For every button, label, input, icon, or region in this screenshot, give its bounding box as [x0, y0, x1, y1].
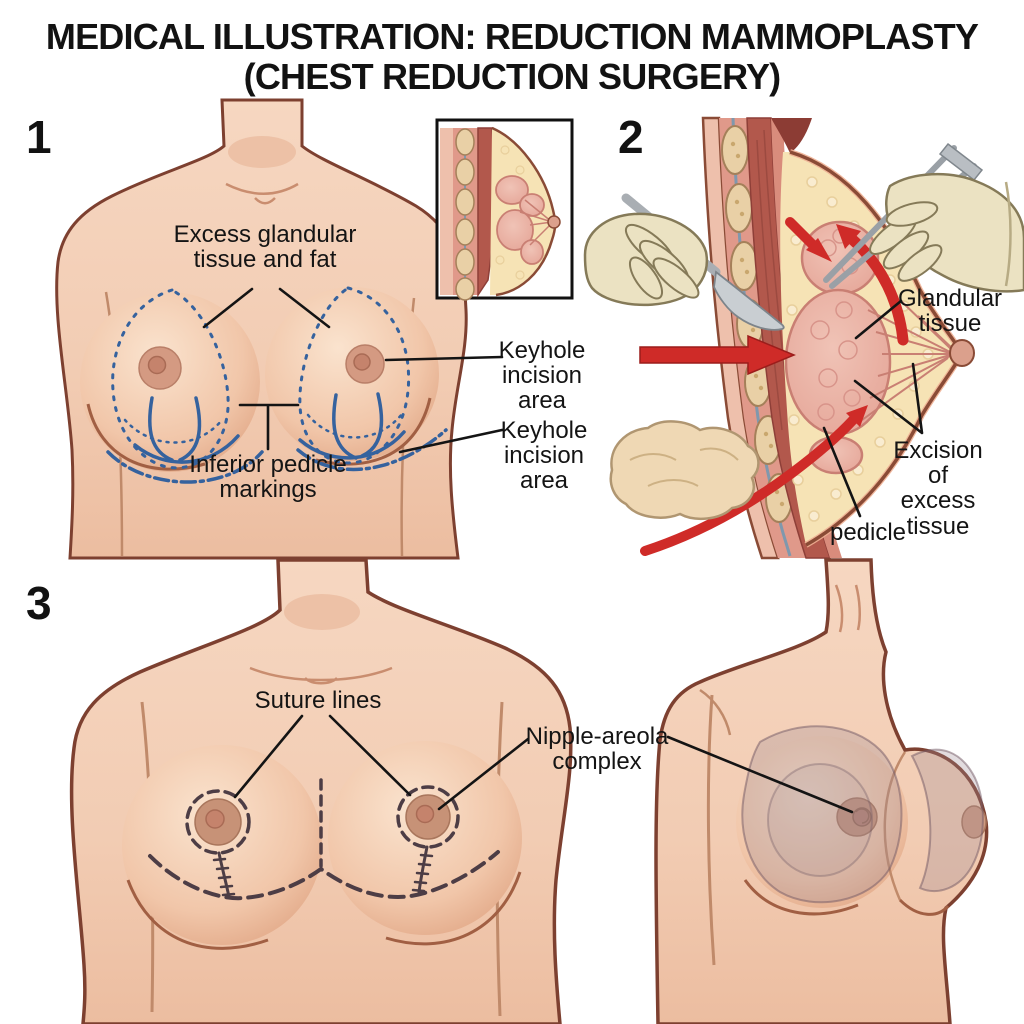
panel3-right-crease — [385, 871, 522, 946]
gland-lobule-texture — [810, 228, 861, 421]
panel3-clavicle-lines — [249, 666, 393, 685]
leader-pedicle — [822, 426, 862, 518]
arrow-top-shaft — [785, 217, 817, 249]
leader-excision — [853, 362, 924, 435]
pedicle-vessel — [640, 415, 858, 556]
left-nipple — [147, 355, 167, 375]
label-keyhole-2: Keyhole incision area — [500, 417, 588, 495]
leader-lines — [202, 287, 924, 814]
label-inferior-pedicle: Inferior pedicle markings — [189, 451, 347, 504]
left-glove-fingers — [624, 223, 700, 300]
flap-creases — [629, 447, 739, 487]
page-title-line2: (CHEST REDUCTION SURGERY) — [243, 56, 781, 97]
right-glove-fingers — [869, 201, 943, 282]
side-armpit-fold — [699, 688, 732, 736]
page-title-line1: MEDICAL ILLUSTRATION: REDUCTION MAMMOPLA… — [45, 16, 979, 57]
inset-ribs — [455, 128, 475, 301]
panel3-left-nipple — [205, 809, 225, 829]
leader-nac-right — [666, 735, 854, 814]
keyhole-incision-markings — [106, 286, 448, 484]
suture-line-markings — [148, 778, 500, 901]
side-nipple-detail — [855, 808, 870, 824]
leader-glandular — [854, 299, 903, 340]
leader-inferior-pedicle — [238, 403, 300, 451]
label-excision: Excision of excess tissue — [893, 437, 983, 540]
side-near-crease — [898, 898, 950, 916]
clavicle-lines — [225, 182, 299, 205]
panel3-front-figure — [69, 558, 573, 1024]
inset-cross-section — [435, 118, 574, 301]
side-breast-divide — [883, 751, 907, 901]
arrow-up-curved — [847, 234, 909, 346]
arrow-top-head — [806, 238, 832, 262]
side-far-breast — [736, 736, 908, 908]
left-hand-with-scalpel — [583, 193, 785, 331]
label-pedicle: pedicle — [829, 519, 907, 546]
red-arrows — [639, 217, 909, 556]
label-nipple-areola: Nipple-areola complex — [525, 723, 669, 776]
scalpel-blade — [713, 270, 785, 331]
side-arm-crease — [706, 694, 716, 966]
panel3-side-figure — [654, 558, 989, 1024]
side-near-nipple — [961, 805, 987, 839]
leader-suture-right — [328, 714, 412, 797]
leader-excess-left — [202, 287, 254, 329]
excised-tissue-flap — [609, 420, 760, 521]
panel3-left-crease — [126, 879, 269, 950]
vessel-arrow-head — [846, 405, 868, 427]
wall-muscle-top — [771, 118, 812, 153]
ducts — [861, 299, 955, 421]
neck-shadow — [228, 136, 296, 168]
arrow-main-horizontal — [639, 334, 796, 376]
wall-muscle-fibers — [756, 129, 789, 431]
arrow-up-head — [836, 224, 861, 249]
side-far-crease — [743, 879, 859, 916]
label-glandular-tissue: Glandular tissue — [897, 285, 1003, 338]
inset-nipple — [547, 215, 561, 229]
leader-excess-right — [278, 287, 331, 329]
leader-nac-left — [437, 737, 530, 811]
nipple-cross-section — [949, 339, 975, 367]
leader-keyhole-2 — [398, 428, 504, 454]
panel3-number: 3 — [26, 577, 52, 629]
panel2-figure — [583, 116, 1024, 560]
side-neck-creases — [834, 584, 861, 633]
inset-ducts — [519, 199, 553, 246]
inset-skin-band — [440, 128, 453, 295]
panel1-number: 1 — [26, 111, 52, 163]
panel3-right-nipple — [415, 804, 435, 824]
label-keyhole-1: Keyhole incision area — [498, 337, 586, 415]
leader-keyhole-1 — [384, 355, 504, 362]
glove-cuff-line — [1004, 181, 1012, 287]
panel2-number: 2 — [618, 111, 644, 163]
panel3-neck-shadow — [284, 594, 360, 630]
right-nipple — [353, 353, 371, 371]
label-excess-glandular: Excess glandular tissue and fat — [173, 221, 357, 274]
right-hand-with-forceps — [823, 142, 1024, 293]
leader-suture-left — [233, 714, 304, 799]
inset-gland — [495, 175, 545, 265]
panel1-figure — [55, 98, 468, 560]
tissue-overlay-shapes — [741, 725, 984, 904]
right-breast-crease — [315, 397, 432, 466]
label-suture-lines: Suture lines — [254, 687, 382, 714]
